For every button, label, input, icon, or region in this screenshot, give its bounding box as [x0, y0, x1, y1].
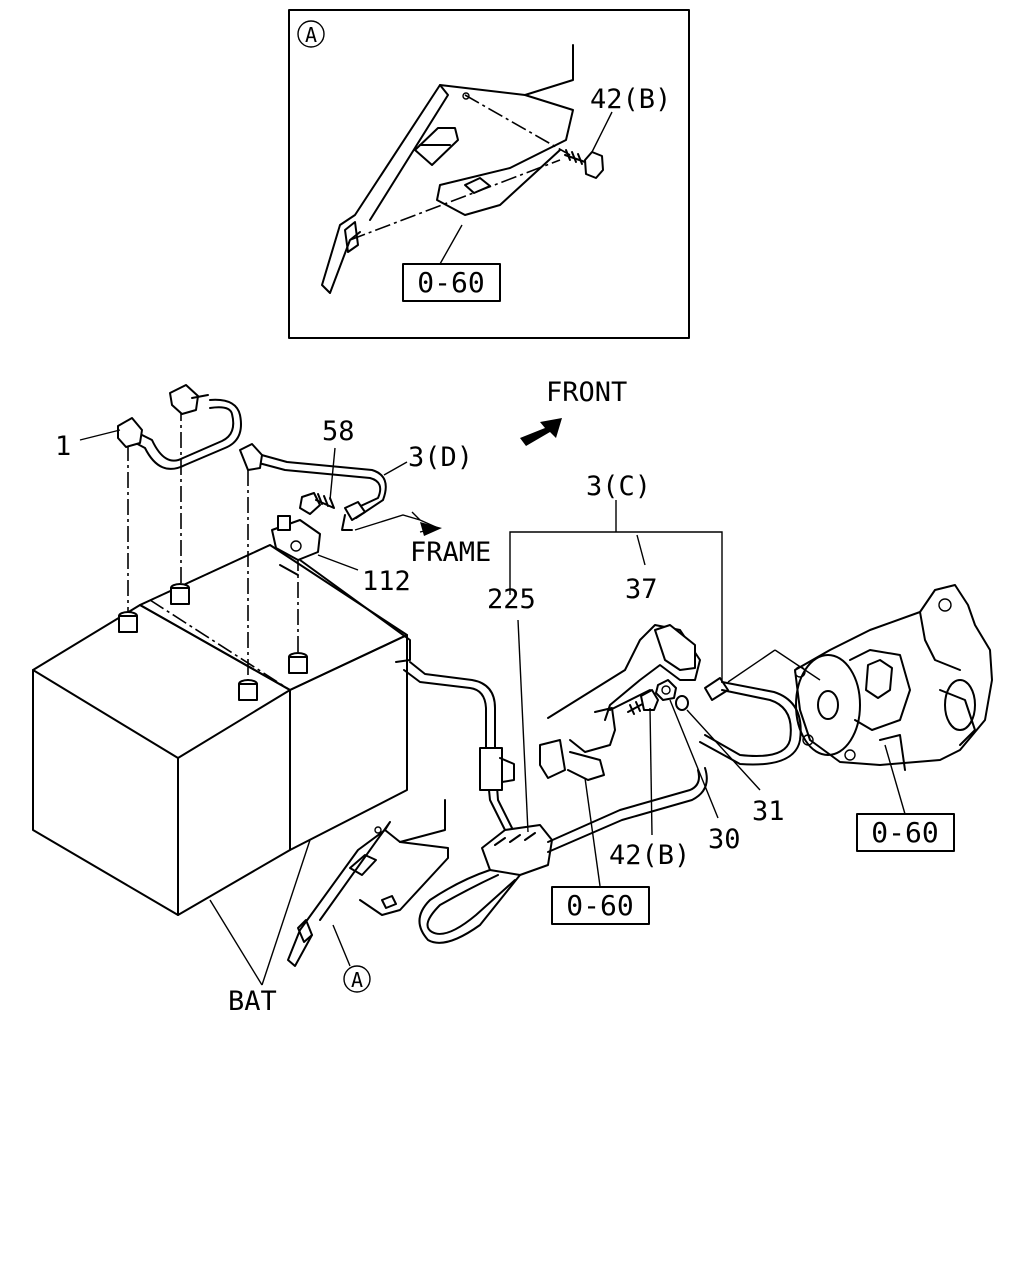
front-label: FRONT	[546, 377, 627, 408]
marker-a-circle	[343, 965, 371, 993]
ref-box-bracket-label: 0-60	[566, 889, 633, 922]
battery-terminals	[118, 583, 308, 701]
bat-leaders	[209, 839, 311, 986]
front-arrow: FRONT	[520, 377, 627, 446]
bolt-42b	[627, 689, 659, 715]
leader-ref-starter	[884, 744, 906, 815]
leader-ref-bracket	[584, 777, 601, 887]
relay-bracket	[539, 624, 701, 781]
frame-label: FRAME	[410, 537, 491, 568]
ref-box-inset-label: 0-60	[417, 266, 484, 299]
ref-box-starter-label: 0-60	[871, 816, 938, 849]
ref-box-bracket	[551, 886, 650, 925]
inset-bracket	[321, 44, 574, 294]
ref-box-inset	[402, 263, 501, 302]
label-58: 58	[322, 416, 355, 447]
label-37: 37	[625, 574, 658, 605]
leader-1	[79, 429, 121, 441]
label-bat: BAT	[228, 986, 277, 1017]
leader-112	[317, 554, 359, 571]
main-cable	[403, 661, 708, 944]
detail-a-inset: A 42(B) 0-60	[288, 9, 690, 339]
inset-bolt	[564, 149, 604, 179]
batteries	[32, 405, 408, 916]
frame-bracket	[287, 799, 449, 967]
label-30: 30	[708, 824, 741, 855]
detail-a-marker: A	[305, 23, 317, 47]
front-arrow-icon	[520, 418, 562, 446]
washer-31	[675, 695, 689, 711]
label-112: 112	[362, 566, 411, 597]
label-3c: 3(C)	[586, 471, 651, 502]
leader-3d	[383, 461, 408, 476]
leader-225	[517, 619, 529, 833]
leader-42b-inset	[591, 111, 613, 153]
leader-42b	[649, 707, 653, 836]
leader-58	[329, 447, 336, 501]
cable-3d	[239, 443, 387, 531]
cable-1	[117, 384, 242, 470]
label-31: 31	[752, 796, 785, 827]
label-42b: 42(B)	[609, 840, 690, 871]
ref-box-starter	[856, 813, 955, 852]
leader-ref-inset	[439, 224, 463, 265]
frame-arrow-icon	[420, 522, 442, 536]
inset-frame	[288, 9, 690, 339]
callout-3c	[509, 500, 723, 680]
label-225: 225	[487, 584, 536, 615]
cable-3c	[699, 649, 821, 766]
leader-30	[669, 699, 719, 819]
label-1: 1	[55, 431, 71, 462]
detail-a-marker-circle	[297, 20, 325, 48]
terminal-112	[271, 515, 411, 663]
leader-31	[686, 709, 761, 791]
leader-marker-a	[332, 924, 351, 967]
marker-a-label: A	[351, 968, 363, 992]
bolt-58	[299, 492, 335, 515]
label-3d: 3(D)	[408, 442, 473, 473]
label-42b-inset: 42(B)	[590, 84, 671, 115]
nut-30	[655, 679, 677, 701]
starter-motor	[794, 584, 993, 771]
frame-arrow: FRAME	[354, 511, 491, 568]
